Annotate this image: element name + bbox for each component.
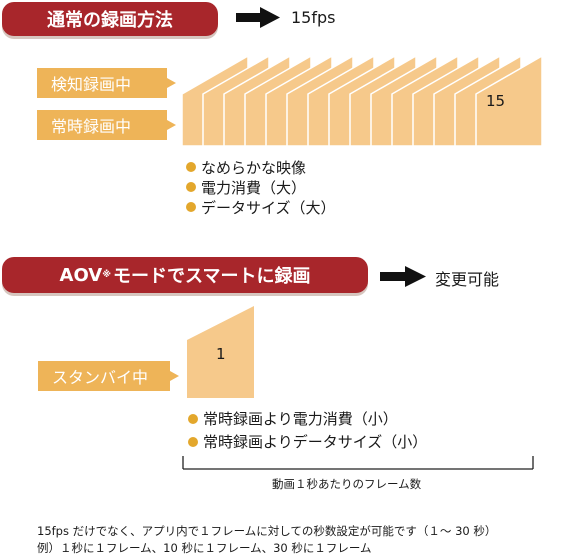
note-mark: ※ <box>102 270 111 280</box>
standby-label: スタンバイ中 <box>38 361 179 391</box>
list-item: 電力消費（大） <box>186 177 336 197</box>
frame-rate-text: 15fps <box>291 8 336 27</box>
bullet-icon <box>188 436 198 447</box>
frame-count-1: 1 <box>216 345 226 363</box>
detection-recording-label: 検知録画中 <box>37 68 176 98</box>
arrow-right-icon <box>236 7 280 28</box>
list-item: 常時録画よりデータサイズ（小） <box>188 430 427 453</box>
single-frame <box>187 306 254 398</box>
bullet-icon <box>186 202 196 212</box>
list-item: なめらかな映像 <box>186 157 336 177</box>
normal-recording-title: 通常の録画方法 <box>2 2 218 36</box>
bullet-icon <box>186 182 196 192</box>
aov-recording-title: AOV※モードでスマートに録画 <box>2 257 368 293</box>
aov-bullets: 常時録画より電力消費（小） 常時録画よりデータサイズ（小） <box>188 407 427 453</box>
normal-bullets: なめらかな映像 電力消費（大） データサイズ（大） <box>186 157 336 217</box>
continuous-recording-label: 常時録画中 <box>37 110 176 140</box>
bullet-icon <box>186 162 196 172</box>
footnote-line-1: 15fps だけでなく、アプリ内で１フレームに対しての秒数設定が可能です（１～ … <box>37 524 497 538</box>
frame-stack <box>181 54 543 147</box>
footnote-line-2: 例）１秒に１フレーム、10 秒に１フレーム、30 秒に１フレーム <box>37 541 372 555</box>
list-item: データサイズ（大） <box>186 197 336 217</box>
bullet-icon <box>188 413 198 424</box>
arrow-right-icon <box>380 266 426 287</box>
bracket-caption: 動画１秒あたりのフレーム数 <box>272 477 422 491</box>
video-frame <box>475 54 543 147</box>
list-item: 常時録画より電力消費（小） <box>188 407 427 430</box>
frame-count-15: 15 <box>486 92 506 110</box>
range-bracket <box>182 456 534 470</box>
changeable-text: 変更可能 <box>435 270 500 289</box>
